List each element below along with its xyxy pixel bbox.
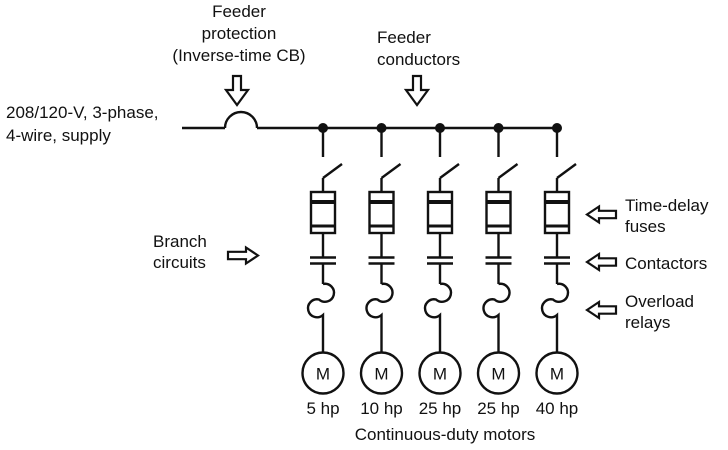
feeder-conductors-label: Feeder conductors [377,27,460,71]
junction-dot [552,123,562,133]
junction-dot [318,123,328,133]
down-block-arrow-icon [403,74,431,107]
motor-rating-label: 5 hp [306,399,340,418]
disconnect-switch-symbol [556,163,577,179]
contactors-label: Contactors [625,253,707,274]
motor-letter: M [550,365,564,384]
branch-circuit: M [359,130,404,395]
motor-letter: M [433,365,447,384]
junction-dot [376,123,387,133]
overload-relays-line2: relays [625,313,671,332]
branch-circuit: M [301,130,345,395]
overload-relay-symbol [306,282,336,353]
left-block-arrow-icon [585,299,618,321]
overload-relay-symbol [482,282,511,353]
feeder-protection-line3: (Inverse-time CB) [172,46,306,65]
contactors-line1: Contactors [625,254,708,273]
motor-circle [535,351,579,395]
feeder-protection-line2: protection [201,24,277,43]
feeder-protection-label: Feeder protection (Inverse-time CB) [139,1,339,67]
overload-relay-symbol [540,282,570,353]
motor-circle [301,351,345,395]
time-delay-fuses-label: Time-delay fuses [625,195,708,237]
feeder-protection-line1: Feeder [212,2,266,21]
branch-circuits-line2: circuits [153,253,206,272]
motor-circle [476,351,521,395]
motor-circle [418,351,462,395]
motor-rating-label: 25 hp [477,399,520,418]
down-block-arrow-icon [223,74,251,107]
supply-label-line1: 208/120-V, 3-phase, [6,103,159,122]
time-delay-fuses-line1: Time-delay [625,196,709,215]
motor-letter: M [491,365,505,384]
branch-circuit: M [418,130,462,395]
bottom-caption: Continuous-duty motors [354,425,536,444]
disconnect-switch-symbol [322,163,343,179]
motor-rating-label: 40 hp [535,399,579,418]
junction-dot [493,123,504,133]
overload-relay-symbol [365,282,394,353]
branch-circuit: M [535,130,579,395]
overload-relays-label: Overload relays [625,291,694,333]
overload-relays-line1: Overload [625,292,694,311]
disconnect-switch-symbol [439,163,460,179]
feeder-conductors-line2: conductors [377,50,461,69]
right-block-arrow-icon [226,245,260,266]
motor-rating-label: 25 hp [418,399,462,418]
supply-label-line2: 4-wire, supply [6,126,111,145]
inverse-time-cb-symbol [223,110,259,129]
disconnect-switch-symbol [497,163,519,179]
branch-circuits-line1: Branch [153,232,207,251]
motor-letter: M [374,365,388,384]
motor-rating-label: 10 hp [360,399,403,418]
supply-label: 208/120-V, 3-phase, 4-wire, supply [6,101,159,147]
junction-dot [435,123,445,133]
branch-circuit: M [476,130,521,395]
disconnect-switch-symbol [380,163,402,179]
left-block-arrow-icon [585,204,618,225]
left-block-arrow-icon [585,251,618,273]
time-delay-fuses-line2: fuses [625,217,666,236]
branch-circuits-label: Branch circuits [153,231,207,273]
motor-letter: M [316,365,330,384]
motor-circle [359,351,404,395]
feeder-conductors-line1: Feeder [377,28,431,47]
overload-relay-symbol [423,282,453,353]
